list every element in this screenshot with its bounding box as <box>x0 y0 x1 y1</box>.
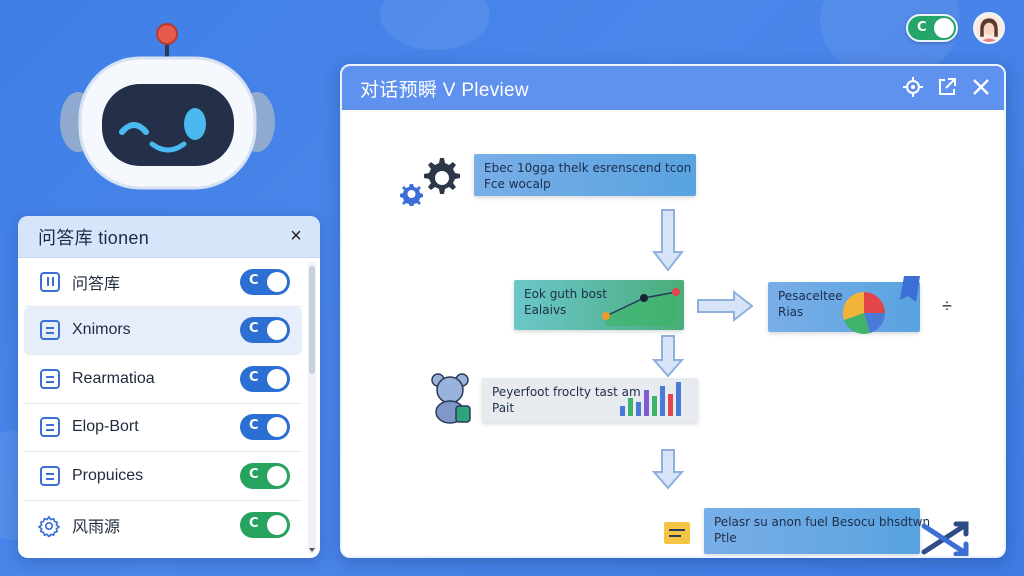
bar-chart-icon <box>40 271 60 292</box>
flow-node-text: Fce wocalp <box>484 177 551 191</box>
flow-node[interactable]: Pesaceltee Rias <box>768 282 920 332</box>
toggle-label: C <box>249 272 259 288</box>
panel-list: 问答库 C Xnimors C Rearmatioa C Elop-Bort <box>18 258 308 549</box>
toggle-label: C <box>249 369 259 385</box>
flow-node-text: Pait <box>492 401 515 415</box>
list-item[interactable]: 问答库 C <box>24 258 302 307</box>
list-item-label: 问答库 <box>72 275 121 293</box>
panel-title: 问答库 tionen <box>38 227 150 248</box>
flow-node[interactable]: Ebec 10gga thelk esrenscend tcon Fce woc… <box>474 154 696 196</box>
close-icon[interactable]: × <box>290 225 302 247</box>
toggle-knob <box>267 465 287 486</box>
list-item-label: Elop-Bort <box>72 418 139 436</box>
list-icon <box>40 465 60 486</box>
toggle-label: C <box>249 515 259 531</box>
line-chart-icon <box>602 288 680 326</box>
teddy-bear-icon <box>431 373 471 424</box>
list-item-label: Propuices <box>72 466 144 484</box>
bookmark-icon <box>900 276 920 302</box>
list-icon <box>40 417 60 438</box>
list-item[interactable]: Propuices C <box>24 452 302 501</box>
flow-node-text: Ptle <box>714 531 737 545</box>
flow-node-text: Pelasr su anon fuel Besocu bhsdtwn <box>714 515 931 529</box>
list-icon <box>40 368 60 389</box>
toggle-knob <box>267 320 287 341</box>
toggle-knob <box>267 514 287 535</box>
user-avatar[interactable] <box>973 12 1005 44</box>
gear-icon <box>38 515 60 537</box>
preview-header: 对话预瞬 V Pleview <box>342 66 1004 110</box>
list-item[interactable]: Rearmatioa C <box>24 355 302 404</box>
toggle-label: C <box>249 466 259 482</box>
crossed-arrows-icon <box>921 521 969 556</box>
flow-node-text: Ealaivs <box>524 303 567 317</box>
list-item-toggle[interactable]: C <box>240 365 290 392</box>
top-toggle-switch[interactable]: C <box>906 14 958 42</box>
list-item-toggle[interactable]: C <box>240 414 290 441</box>
toggle-label: C <box>249 321 259 337</box>
list-item-toggle[interactable]: C <box>240 317 290 344</box>
preview-title: 对话预瞬 V Pleview <box>360 79 529 101</box>
close-icon[interactable] <box>970 76 992 98</box>
flow-connectors <box>651 209 754 490</box>
list-item-label: 风雨源 <box>72 518 121 536</box>
external-link-icon[interactable] <box>936 76 958 98</box>
toggle-knob <box>934 18 954 38</box>
pie-chart-icon <box>842 291 885 334</box>
user-avatar-icon <box>975 14 1003 42</box>
list-item-toggle[interactable]: C <box>240 268 290 295</box>
panel-header: 问答库 tionen × <box>18 216 320 258</box>
flow-node-text: Pesaceltee <box>778 289 843 303</box>
sticky-note-icon <box>664 522 690 544</box>
target-icon[interactable] <box>902 76 924 98</box>
toggle-label: C <box>249 418 259 434</box>
side-mark: ÷ <box>942 296 952 316</box>
background-blob <box>380 0 490 50</box>
scrollbar-thumb[interactable] <box>309 266 315 374</box>
scrollbar[interactable] <box>308 262 316 554</box>
qa-library-panel: 问答库 tionen × 问答库 C Xnimors C Rearmatioa … <box>18 216 320 558</box>
preview-window: 对话预瞬 V Pleview <box>340 64 1006 558</box>
list-item[interactable]: Xnimors C <box>24 306 302 355</box>
flow-node-text: Rias <box>778 305 804 319</box>
toggle-label: C <box>917 20 927 35</box>
scroll-down-icon[interactable] <box>309 548 315 552</box>
list-item[interactable]: 风雨源 C <box>24 501 302 550</box>
robot-mascot-icon <box>60 23 275 190</box>
flow-node-text: Ebec 10gga thelk esrenscend tcon <box>484 161 692 175</box>
list-icon <box>40 320 60 341</box>
list-item-label: Rearmatioa <box>72 369 155 387</box>
list-item[interactable]: Elop-Bort C <box>24 404 302 452</box>
bar-chart-icon <box>620 382 681 416</box>
list-item-toggle[interactable]: C <box>240 511 290 538</box>
list-item-label: Xnimors <box>72 321 131 339</box>
toggle-knob <box>267 271 287 292</box>
flow-node-text: Eok guth bost <box>524 287 607 301</box>
toggle-knob <box>267 368 287 389</box>
flow-diagram: Ebec 10gga thelk esrenscend tcon Fce woc… <box>342 110 1004 556</box>
gear-icon <box>400 158 460 206</box>
toggle-knob <box>267 417 287 438</box>
flow-node-text: Peyerfoot froclty tast am <box>492 385 641 399</box>
list-item-toggle[interactable]: C <box>240 462 290 489</box>
flow-node[interactable]: Pelasr su anon fuel Besocu bhsdtwn Ptle <box>704 508 931 554</box>
